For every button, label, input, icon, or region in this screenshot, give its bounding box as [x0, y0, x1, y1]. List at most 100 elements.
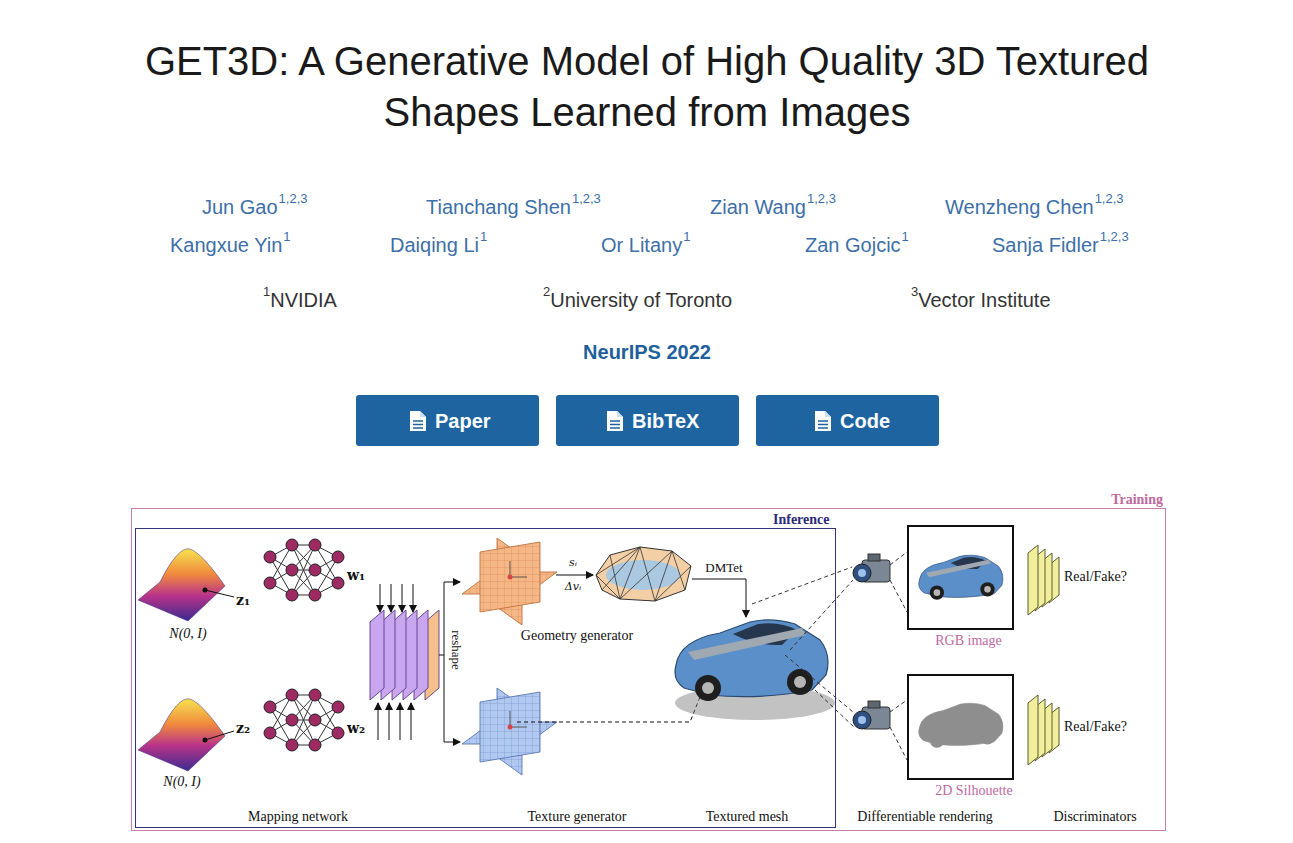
label-group: 3Vector Institute [910, 288, 1051, 312]
affiliation-name: NVIDIA [270, 288, 337, 312]
affiliation-name: Vector Institute [918, 288, 1050, 312]
label-group: Mapping network [248, 809, 348, 825]
label-group: sᵢ [569, 557, 577, 569]
label-group: Jun Gao1,2,3 [202, 195, 308, 219]
label-group: reshape [448, 630, 464, 670]
label-group: Kangxue Yin1 [170, 233, 291, 257]
latent-label: z₂ [236, 720, 250, 736]
link-button: Paper [356, 395, 539, 446]
discriminator [1028, 545, 1059, 765]
frame-heading: Inference [773, 512, 830, 527]
author-name: Daiqing Li [390, 233, 479, 257]
image-caption: RGB image [935, 633, 985, 648]
component-label: Geometry generator [521, 628, 633, 644]
symbol-label: sᵢ [569, 557, 577, 569]
label-group: N(0, I) [169, 626, 206, 642]
section-label: Differentiable rendering [857, 809, 992, 825]
distribution-label: N(0, I) [169, 626, 206, 642]
affiliation-name: University of Toronto [550, 288, 732, 312]
affiliation-mark: 1 [480, 230, 487, 244]
venue-label: NeurIPS 2022 [583, 340, 711, 364]
label-group: Daiqing Li1 [390, 233, 487, 257]
affiliation-mark: 1,2,3 [1095, 192, 1124, 206]
author-name: Or Litany [601, 233, 682, 257]
author-name: Wenzheng Chen [945, 195, 1094, 219]
label-group: w₂ [347, 720, 365, 736]
rendered-images [908, 526, 1013, 779]
latent-label: w₁ [347, 567, 365, 583]
rendered-image-box: 2D Silhouette [907, 674, 1014, 780]
feature-stack [370, 610, 439, 700]
label-group: Real/Fake? [1064, 719, 1127, 735]
label-group: Sanja Fidler1,2,3 [992, 233, 1129, 257]
author-name: Zian Wang [710, 195, 806, 219]
label-group: NeurIPS 2022 [583, 340, 711, 364]
affiliation-mark: 1,2,3 [807, 192, 836, 206]
affiliation-mark: 1 [902, 230, 909, 244]
label-group: 2University of Toronto [542, 288, 732, 312]
camera-icon [853, 554, 890, 729]
section-label: Textured mesh [706, 809, 789, 825]
label-group: Δvᵢ [565, 581, 581, 593]
frame-heading: Training [1111, 492, 1163, 507]
triplane [462, 538, 557, 775]
distribution-label: N(0, I) [163, 774, 200, 790]
button-label: Code [840, 409, 890, 433]
page-title: GET3D: A Generative Model of High Qualit… [97, 36, 1197, 138]
link-button: BibTeX [556, 395, 739, 446]
label-group: DMTet [705, 560, 742, 576]
author-name: Zan Gojcic [805, 233, 901, 257]
image-caption: 2D Silhouette [935, 783, 985, 798]
style-arrows [378, 584, 413, 740]
label-group: Real/Fake? [1064, 569, 1127, 585]
label-group: Textured mesh [706, 809, 789, 825]
label-group: Geometry generator [521, 628, 633, 644]
label-group: Texture generator [528, 809, 627, 825]
affiliation-mark: 1,2,3 [572, 192, 601, 206]
label-group: 1NVIDIA [262, 288, 337, 312]
label-group: Zan Gojcic1 [805, 233, 909, 257]
textured-mesh-car [675, 620, 835, 720]
affiliation-mark: 1,2,3 [279, 192, 308, 206]
affiliation-mark: 1 [263, 285, 270, 299]
camera-rays [752, 552, 907, 760]
author-name: Sanja Fidler [992, 233, 1099, 257]
training-frame: TrainingInferenceRGB image2D Silhouette [131, 508, 1166, 831]
label-group: Or Litany1 [601, 233, 690, 257]
output-label: Real/Fake? [1064, 569, 1127, 585]
affiliation-mark: 1 [283, 230, 290, 244]
button-label: Paper [435, 409, 491, 433]
tet-grid [596, 547, 691, 601]
label-group: w₁ [347, 567, 365, 583]
affiliation-mark: 3 [911, 285, 918, 299]
dmtet-arrow [692, 579, 746, 617]
label-group: N(0, I) [163, 774, 200, 790]
operation-label: reshape [448, 630, 464, 670]
section-label: Texture generator [528, 809, 627, 825]
operation-label: DMTet [705, 560, 742, 576]
author-name: Tianchang Shen [426, 195, 571, 219]
label-group: Discriminators [1053, 809, 1136, 825]
author-name: Kangxue Yin [170, 233, 282, 257]
affiliation-mark: 1 [683, 230, 690, 244]
link-button: Code [756, 395, 939, 446]
author-name: Jun Gao [202, 195, 278, 219]
label-group: Differentiable rendering [857, 809, 992, 825]
affiliation-mark: 1,2,3 [1100, 230, 1129, 244]
mapping-mlp [264, 539, 344, 751]
gaussian-surface [138, 549, 234, 771]
label-group: Tianchang Shen1,2,3 [426, 195, 601, 219]
output-label: Real/Fake? [1064, 719, 1127, 735]
label-group: Wenzheng Chen1,2,3 [945, 195, 1124, 219]
section-label: Discriminators [1053, 809, 1136, 825]
button-label: BibTeX [632, 409, 699, 433]
affiliation-mark: 2 [543, 285, 550, 299]
rendered-image-box: RGB image [907, 525, 1014, 630]
symbol-label: Δvᵢ [565, 581, 581, 593]
texture-query-line [517, 692, 702, 722]
latent-label: z₁ [236, 592, 250, 608]
section-label: Mapping network [248, 809, 348, 825]
label-group: z₁ [236, 592, 250, 608]
label-group: Zian Wang1,2,3 [710, 195, 836, 219]
label-group: z₂ [236, 720, 250, 736]
